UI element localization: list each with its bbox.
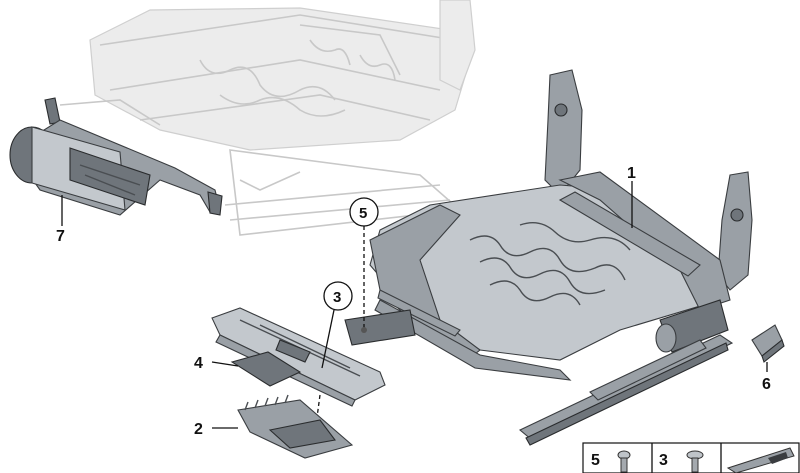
label-part-7: 7 bbox=[56, 228, 65, 245]
label-part-1: 1 bbox=[627, 165, 636, 182]
bolt-icon-3 bbox=[686, 450, 704, 473]
part-2-toothed-bracket bbox=[237, 394, 354, 459]
legend-cell-5: 5 bbox=[591, 452, 600, 469]
label-part-5: 5 bbox=[359, 205, 367, 222]
label-part-3: 3 bbox=[333, 289, 341, 306]
legend-cell-3: 3 bbox=[659, 452, 668, 469]
leader-part-3 bbox=[321, 309, 335, 369]
label-part-2: 2 bbox=[194, 421, 203, 438]
leader-part-4 bbox=[211, 361, 239, 367]
callout-circle-part-3 bbox=[323, 281, 353, 311]
label-part-4: 4 bbox=[194, 355, 203, 372]
bolt-part-5 bbox=[361, 327, 367, 333]
part-7-actuator bbox=[9, 97, 223, 216]
part-1-seat-frame bbox=[344, 69, 753, 446]
label-part-6: 6 bbox=[762, 376, 771, 393]
bolt-icon-5 bbox=[617, 450, 631, 473]
part-4-pad bbox=[230, 351, 302, 387]
wedge-icon bbox=[726, 447, 795, 473]
part-6-clip bbox=[751, 324, 785, 363]
fastener-legend-table: 5 3 bbox=[582, 442, 800, 473]
